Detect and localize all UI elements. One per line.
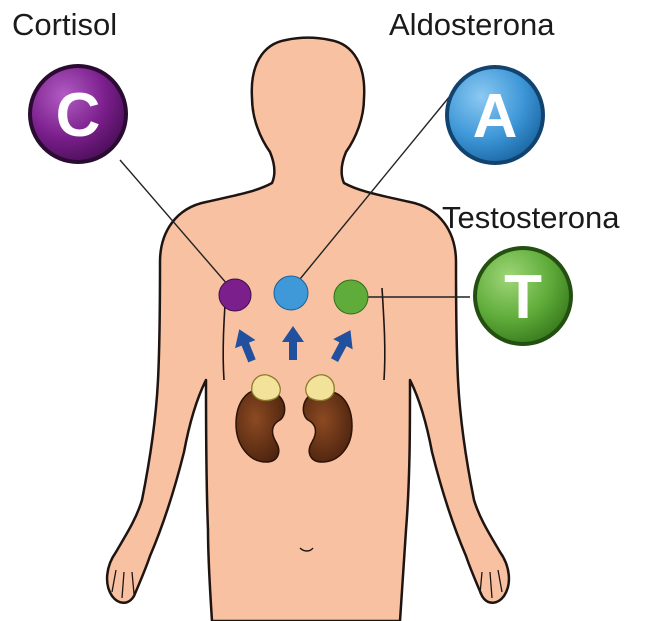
aldosterona-dot <box>274 276 308 310</box>
aldosterona-badge-letter: A <box>473 82 518 151</box>
aldosterona-badge: A <box>445 65 545 165</box>
testosterona-label: Testosterona <box>442 200 620 235</box>
testosterona-badge: T <box>473 246 573 346</box>
testosterona-dot <box>334 280 368 314</box>
cortisol-badge-letter: C <box>56 81 101 150</box>
cortisol-label: Cortisol <box>12 7 117 42</box>
aldosterona-label: Aldosterona <box>389 7 555 42</box>
cortisol-dot <box>219 279 251 311</box>
testosterona-badge-letter: T <box>504 263 542 332</box>
cortisol-badge: C <box>28 64 128 164</box>
